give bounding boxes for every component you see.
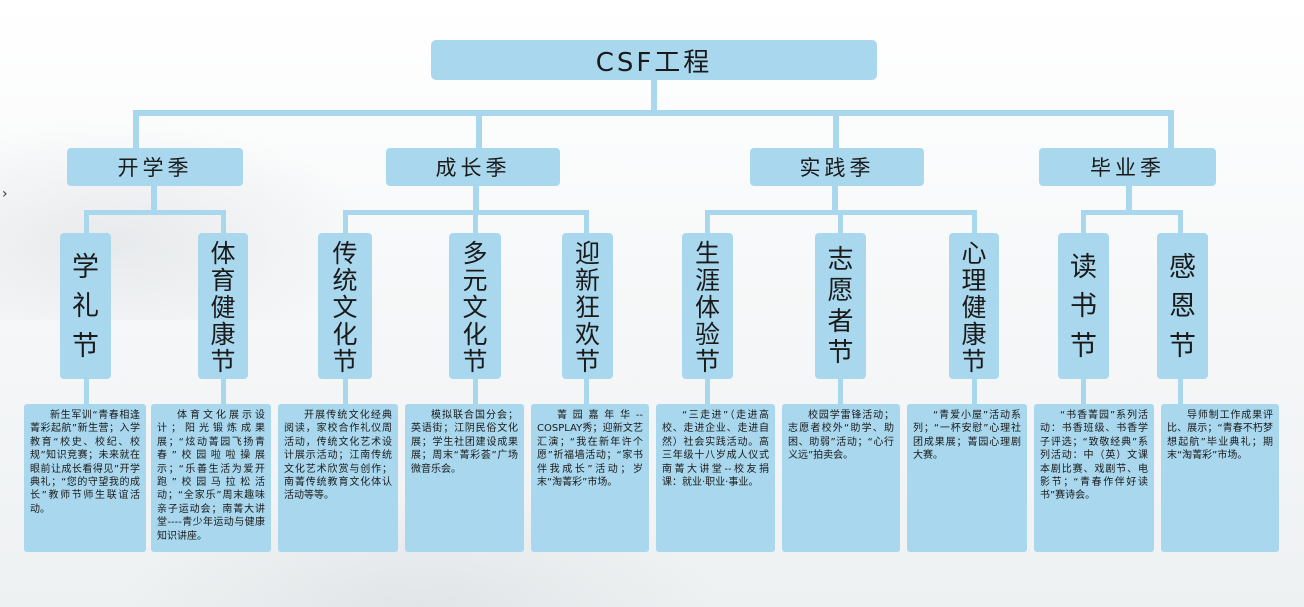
festival-description: 新生军训“青春相逢菁彩起航”新生营；入学教育“校史、校纪、校规”知识竞赛；未来就… bbox=[24, 404, 146, 552]
festival-char: 狂 bbox=[574, 292, 600, 322]
festival-char: 涯 bbox=[694, 265, 720, 295]
season-node: 开学季 bbox=[67, 148, 243, 186]
festival-char: 节 bbox=[1070, 330, 1097, 362]
festival-description: “书香菁园”系列活动：书香班级、书香学子评选；“致敬经典”系列活动：中（英）文课… bbox=[1034, 404, 1154, 552]
festival-char: 恩 bbox=[1169, 291, 1196, 323]
festival-label: 感恩节 bbox=[1169, 248, 1196, 365]
festival-char: 者 bbox=[827, 307, 854, 337]
festival-description: 校园学雷锋活动；志愿者校外“助学、助困、助弱”活动；“心行义远”拍卖会。 bbox=[782, 404, 900, 552]
festival-char: 元 bbox=[462, 265, 488, 295]
festival-description: 开展传统文化经典阅读，家校合作礼仪周活动，传统文化艺术设计展示活动；江南传统文化… bbox=[278, 404, 398, 552]
festival-node: 多元文化节 bbox=[449, 233, 501, 379]
festival-char: 育 bbox=[210, 265, 236, 295]
festival-char: 礼 bbox=[72, 291, 99, 323]
festival-char: 健 bbox=[210, 292, 236, 322]
festival-label: 心理健康节 bbox=[961, 240, 986, 375]
festival-label: 读书节 bbox=[1070, 248, 1097, 365]
festival-label: 多元文化节 bbox=[462, 240, 487, 375]
festival-node: 志愿者节 bbox=[815, 233, 866, 379]
festival-char: 节 bbox=[574, 346, 600, 376]
side-arrow-icon: › bbox=[2, 186, 8, 202]
festival-char: 志 bbox=[827, 244, 854, 275]
festival-char: 生 bbox=[694, 238, 720, 268]
festival-description: 体育文化展示设计；阳光锻炼成果展；“炫动菁园飞扬青春”校园啦啦操展示；“乐善生活… bbox=[151, 404, 271, 552]
festival-label: 志愿者节 bbox=[827, 245, 853, 370]
season-node: 成长季 bbox=[386, 148, 560, 186]
festival-node: 体育健康节 bbox=[198, 233, 248, 379]
festival-char: 化 bbox=[462, 319, 488, 349]
festival-label: 学礼节 bbox=[72, 248, 99, 365]
festival-char: 文 bbox=[462, 292, 488, 322]
festival-char: 节 bbox=[72, 330, 99, 362]
festival-char: 节 bbox=[462, 346, 488, 376]
connectors bbox=[84, 80, 1183, 405]
festival-label: 传统文化节 bbox=[332, 240, 357, 375]
festival-char: 学 bbox=[72, 252, 99, 284]
festival-char: 感 bbox=[1169, 252, 1196, 284]
festival-node: 学礼节 bbox=[60, 233, 111, 379]
festival-char: 愿 bbox=[827, 275, 854, 306]
festival-char: 新 bbox=[574, 265, 600, 295]
festival-label: 体育健康节 bbox=[210, 240, 235, 375]
festival-char: 心 bbox=[961, 238, 987, 268]
festival-char: 康 bbox=[961, 319, 987, 349]
festival-char: 统 bbox=[332, 265, 358, 295]
festival-char: 欢 bbox=[574, 319, 600, 349]
festival-char: 理 bbox=[961, 265, 987, 295]
festival-node: 读书节 bbox=[1058, 233, 1109, 379]
festival-char: 健 bbox=[961, 292, 987, 322]
festival-node: 感恩节 bbox=[1157, 233, 1208, 379]
festival-char: 节 bbox=[210, 346, 236, 376]
season-node: 毕业季 bbox=[1039, 148, 1216, 186]
festival-char: 体 bbox=[694, 292, 720, 322]
festival-char: 验 bbox=[694, 319, 720, 349]
festival-node: 传统文化节 bbox=[318, 233, 372, 379]
festival-char: 节 bbox=[961, 346, 987, 376]
festival-char: 文 bbox=[332, 292, 358, 322]
festival-char: 书 bbox=[1070, 291, 1097, 323]
root-node: CSF工程 bbox=[431, 40, 877, 80]
festival-char: 节 bbox=[827, 338, 854, 369]
festival-description: 模拟联合国分会；英语街；江阴民俗文化展；学生社团建设成果展；周末“菁彩荟”广场微… bbox=[405, 404, 524, 552]
festival-description: “青爱小屋”活动系列；“一杯安慰”心理社团成果展；菁园心理剧大赛。 bbox=[907, 404, 1027, 552]
festival-char: 节 bbox=[332, 346, 358, 376]
festival-char: 多 bbox=[462, 238, 488, 268]
festival-char: 传 bbox=[332, 238, 358, 268]
festival-node: 生涯体验节 bbox=[682, 233, 733, 379]
festival-description: 菁园嘉年华--COSPLAY秀；迎新文艺汇演；“我在新年许个愿”祈福墙活动；“家… bbox=[531, 404, 649, 552]
festival-label: 迎新狂欢节 bbox=[575, 240, 600, 375]
season-node: 实践季 bbox=[750, 148, 924, 186]
festival-node: 心理健康节 bbox=[949, 233, 999, 379]
festival-char: 迎 bbox=[574, 238, 600, 268]
festival-char: 化 bbox=[332, 319, 358, 349]
festival-description: “三走进”（走进高校、走进企业、走进自然）社会实践活动。高三年级十八岁成人仪式南… bbox=[656, 404, 775, 552]
festival-label: 生涯体验节 bbox=[695, 240, 720, 375]
festival-description: 导师制工作成果评比、展示；“青春不朽梦想起航”毕业典礼；期末“淘菁彩”市场。 bbox=[1161, 404, 1279, 552]
festival-char: 康 bbox=[210, 319, 236, 349]
festival-char: 体 bbox=[210, 238, 236, 268]
festival-node: 迎新狂欢节 bbox=[562, 233, 613, 379]
festival-char: 节 bbox=[1169, 330, 1196, 362]
festival-char: 节 bbox=[694, 346, 720, 376]
festival-char: 读 bbox=[1070, 252, 1097, 284]
